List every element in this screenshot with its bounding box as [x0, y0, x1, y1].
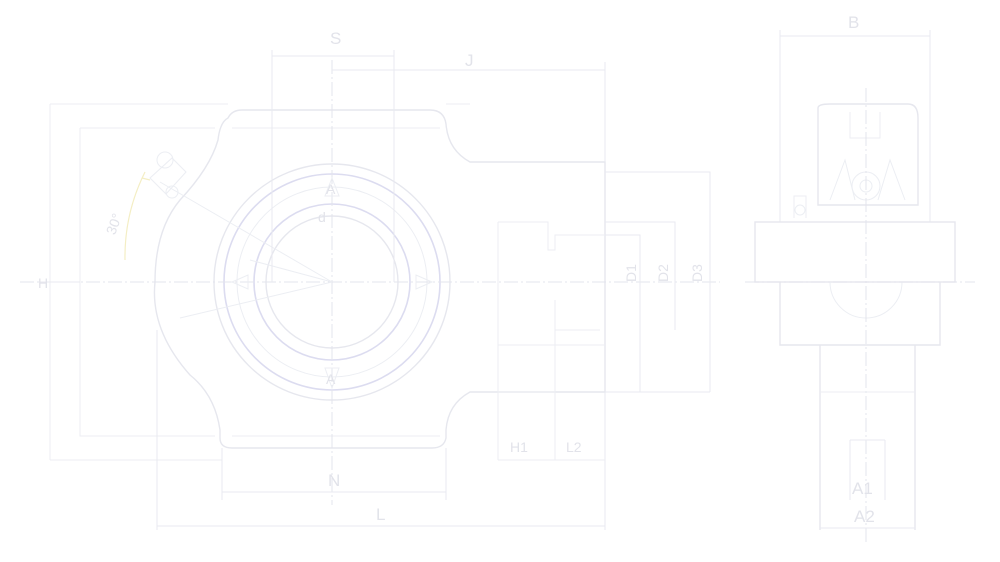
angle-arc [124, 171, 146, 261]
label-l2: L2 [566, 439, 582, 455]
slide-body-outline [79, 127, 215, 437]
side-view [745, 30, 975, 545]
housing-slot-line [232, 127, 440, 437]
a1-dimension-lines [849, 439, 886, 500]
arrow-a-bottom [324, 367, 340, 390]
label-a-top: A [326, 181, 336, 197]
s-dimension-lines [271, 50, 395, 282]
radial-line-short [249, 259, 333, 283]
n-dimension-lines [221, 448, 447, 500]
radial-line-lower [179, 281, 333, 319]
label-d: d [318, 209, 326, 225]
label-d1: D1 [623, 264, 639, 282]
label-j: J [465, 51, 474, 70]
label-a-bottom: A [326, 371, 336, 387]
label-h: H [38, 275, 48, 291]
step-section [497, 221, 605, 461]
side-bearing-lines [829, 158, 906, 201]
housing-outline [153, 109, 606, 449]
label-s: S [330, 29, 341, 48]
front-view [20, 50, 720, 530]
arrow-right [415, 274, 434, 290]
label-d2: D2 [655, 264, 671, 282]
l-dimension-lines [156, 330, 606, 530]
arrow-a-top [324, 176, 340, 197]
label-d3: D3 [689, 264, 705, 282]
label-b: B [848, 13, 859, 32]
side-base-plate [754, 221, 956, 283]
label-angle: 30° [103, 211, 125, 236]
label-n: N [328, 471, 340, 490]
label-a1: A1 [852, 479, 873, 498]
label-h1: H1 [510, 439, 528, 455]
side-inner-recess [849, 112, 881, 139]
side-saddle [779, 282, 941, 530]
d-dimension-lines [605, 171, 711, 393]
label-a2: A2 [854, 507, 875, 526]
b-dimension-lines [779, 30, 931, 222]
side-housing-top [817, 103, 919, 206]
label-l: L [376, 505, 385, 524]
j-dimension-lines [332, 62, 606, 162]
side-grease-nipple [793, 195, 807, 218]
arrow-left [230, 274, 249, 290]
grease-nipple [141, 151, 187, 199]
radial-line-upper [159, 181, 333, 283]
